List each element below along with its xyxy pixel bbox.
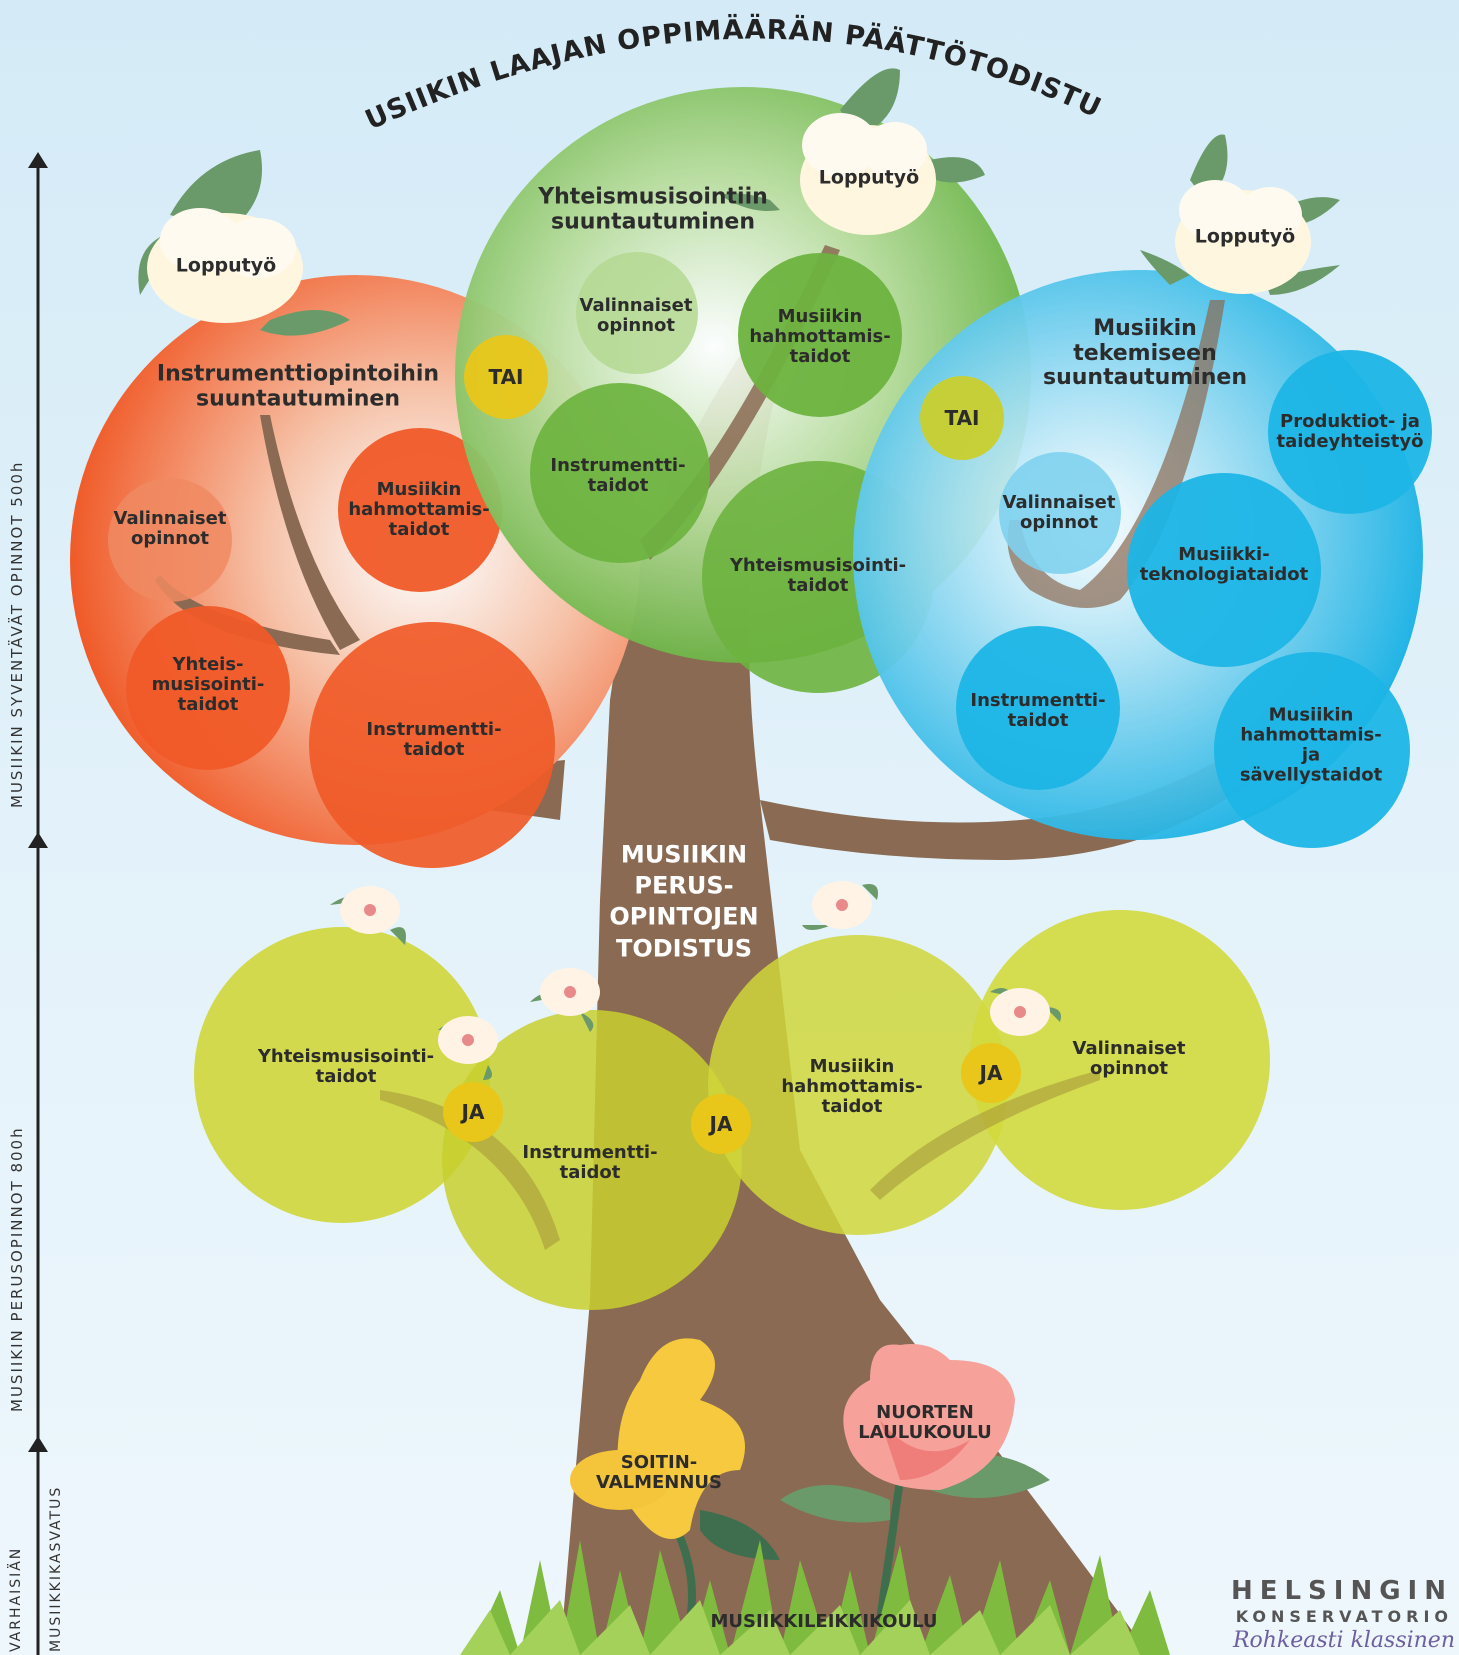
green-crown-title: Yhteismusisointiin suuntautuminen bbox=[538, 184, 768, 234]
small-blossoms bbox=[330, 881, 1061, 1080]
green-item-instrumentti: Instrumentti- taidot bbox=[550, 454, 686, 496]
logo-line1: HELSINGIN bbox=[1230, 1576, 1453, 1606]
orange-item-yhteismusisointi: Yhteis- musisointi- taidot bbox=[151, 653, 265, 716]
blue-item-produktiot: Produktiot- ja taideyhteistyö bbox=[1276, 410, 1424, 452]
timeline-axis bbox=[28, 152, 48, 1655]
ground-label-musiikkileikkikoulu: MUSIIKKILEIKKIKOULU bbox=[710, 1610, 938, 1632]
blossom-blue bbox=[1140, 134, 1340, 295]
basic-item-instrumentti: Instrumentti- taidot bbox=[522, 1141, 658, 1183]
basic-studies-circles bbox=[194, 910, 1270, 1310]
blue-item-hahmottamis: Musiikin hahmottamis- ja sävellystaidot bbox=[1239, 704, 1383, 787]
blossom-green bbox=[720, 68, 985, 235]
logo-line2: KONSERVATORIO bbox=[1235, 1607, 1453, 1626]
lopputyo-label-orange: Lopputyö bbox=[175, 254, 277, 277]
lopputyo-label-blue: Lopputyö bbox=[1194, 225, 1296, 248]
orange-crown-title: Instrumenttiopintoihin suuntautuminen bbox=[156, 361, 440, 411]
orange-item-hahmottamis: Musiikin hahmottamis- taidot bbox=[348, 478, 490, 541]
blue-item-teknologia: Musiikki- teknologiataidot bbox=[1139, 543, 1309, 585]
basic-item-valinnaiset: Valinnaiset opinnot bbox=[1072, 1037, 1186, 1079]
logo-tagline: Rohkeasti klassinen bbox=[1232, 1628, 1455, 1653]
connector-ja-2: JA bbox=[709, 1111, 733, 1136]
connector-tai-right: TAI bbox=[944, 405, 980, 430]
basic-item-hahmottamis: Musiikin hahmottamis- taidot bbox=[781, 1055, 923, 1118]
flower-label-laulukoulu: NUORTEN LAULUKOULU bbox=[858, 1401, 992, 1443]
yellow-flower bbox=[570, 1338, 780, 1621]
axis-label-bottom-a: VARHAISIÄN bbox=[8, 1546, 24, 1652]
connector-ja-1: JA bbox=[461, 1099, 485, 1124]
blue-item-instrumentti: Instrumentti- taidot bbox=[970, 689, 1106, 731]
axis-label-upper: MUSIIKIN SYVENTÄVÄT OPINNOT 500h bbox=[8, 460, 26, 808]
blossom-orange bbox=[138, 150, 350, 336]
blue-crown-title: Musiikin tekemiseen suuntautuminen bbox=[1043, 316, 1247, 391]
grass bbox=[460, 1540, 1170, 1655]
axis-label-middle: MUSIIKIN PERUSOPINNOT 800h bbox=[8, 1126, 26, 1412]
green-item-yhteismusisointi: Yhteismusisointi- taidot bbox=[729, 554, 907, 596]
orange-item-instrumentti: Instrumentti- taidot bbox=[366, 718, 502, 760]
pink-flower bbox=[780, 1344, 1050, 1621]
connector-dots bbox=[443, 335, 1021, 1154]
trunk-label: MUSIIKIN PERUS- OPINTOJEN TODISTUS bbox=[609, 840, 759, 963]
orange-item-valinnaiset: Valinnaiset opinnot bbox=[113, 507, 227, 549]
main-title: MUSIIKIN LAAJAN OPPIMÄÄRÄN PÄÄTTÖTODISTU… bbox=[0, 0, 1106, 136]
flower-label-soitinvalmennus: SOITIN- VALMENNUS bbox=[595, 1451, 723, 1493]
blue-item-valinnaiset: Valinnaiset opinnot bbox=[1002, 491, 1116, 533]
connector-ja-3: JA bbox=[979, 1060, 1003, 1085]
axis-label-bottom-b: MUSIIKKIKASVATUS bbox=[48, 1485, 64, 1652]
basic-item-yhteismusisointi: Yhteismusisointi- taidot bbox=[257, 1045, 435, 1087]
connector-tai-left: TAI bbox=[488, 364, 524, 389]
lopputyo-label-green: Lopputyö bbox=[818, 166, 920, 189]
green-item-hahmottamis: Musiikin hahmottamis- taidot bbox=[749, 305, 891, 368]
green-item-valinnaiset: Valinnaiset opinnot bbox=[579, 294, 693, 336]
